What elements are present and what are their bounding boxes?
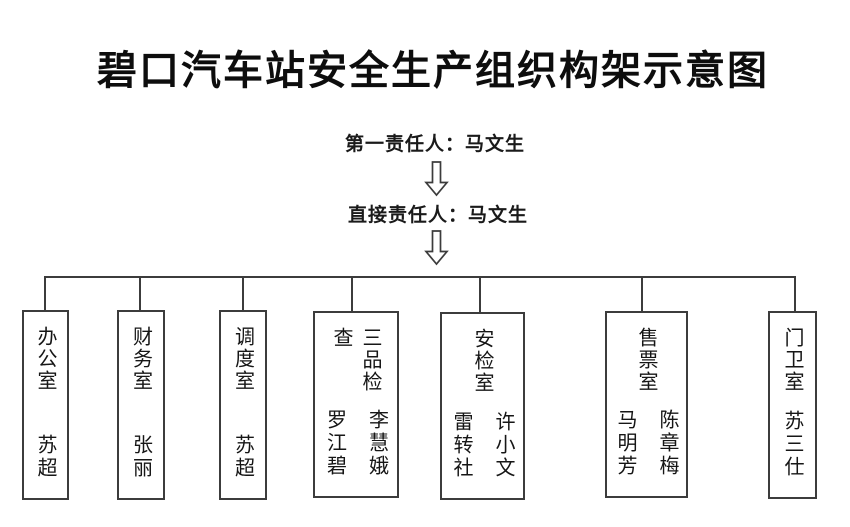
connector-drop-security-check xyxy=(479,277,481,313)
dept-staff: 张丽 xyxy=(127,434,156,480)
dept-box-dispatch: 调度室 苏超 xyxy=(219,310,267,500)
connector-drop-three-item-inspection xyxy=(351,277,353,312)
first-responsible-label: 第一责任人：马文生 xyxy=(344,134,526,155)
connector-drop-office xyxy=(44,277,46,311)
dept-staff: 许小文 雷转社 xyxy=(447,411,518,480)
dept-box-gate-guard: 门卫室 苏三仕 xyxy=(768,311,817,499)
down-arrow-icon xyxy=(424,229,449,267)
dept-box-office: 办公室 苏超 xyxy=(22,310,69,500)
connector-drop-ticket-office xyxy=(641,277,643,312)
staff-name: 许小文 xyxy=(492,411,514,480)
dept-box-finance: 财务室 张丽 xyxy=(117,310,165,500)
down-arrow-icon xyxy=(424,161,449,197)
staff-name: 苏三仕 xyxy=(781,410,803,479)
dept-box-security-check: 安检室 许小文 雷转社 xyxy=(440,312,525,500)
staff-name: 苏超 xyxy=(231,434,254,480)
dept-staff: 苏超 xyxy=(31,434,60,480)
staff-name: 马明芳 xyxy=(614,409,636,478)
staff-name: 罗江碧 xyxy=(323,409,346,478)
page-title: 碧口汽车站安全生产组织构架示意图 xyxy=(97,48,769,93)
dept-box-ticket-office: 售票室 陈章梅 马明芳 xyxy=(605,311,688,498)
connector-horizontal-line xyxy=(44,276,796,278)
staff-name: 李慧娥 xyxy=(365,409,388,478)
direct-responsible-label: 直接责任人：马文生 xyxy=(347,205,529,226)
staff-name: 陈章梅 xyxy=(656,409,678,478)
dept-box-three-item-inspection: 三品检查 李慧娥 罗江碧 xyxy=(313,311,399,498)
staff-name: 苏超 xyxy=(34,434,56,480)
dept-name: 办公室 xyxy=(34,326,56,392)
dept-staff: 陈章梅 马明芳 xyxy=(611,409,682,478)
dept-name: 调度室 xyxy=(231,326,254,392)
connector-drop-gate-guard xyxy=(794,277,796,312)
dept-name: 售票室 xyxy=(635,327,657,393)
dept-name: 安检室 xyxy=(471,328,493,394)
dept-staff: 李慧娥 罗江碧 xyxy=(321,409,392,478)
dept-name: 三品检查 xyxy=(330,327,381,393)
dept-name: 门卫室 xyxy=(781,327,803,393)
staff-name: 张丽 xyxy=(129,434,152,480)
dept-staff: 苏超 xyxy=(229,434,258,480)
connector-drop-finance xyxy=(139,277,141,311)
connector-drop-dispatch xyxy=(242,277,244,311)
dept-staff: 苏三仕 xyxy=(778,410,807,479)
staff-name: 雷转社 xyxy=(450,411,472,480)
dept-name: 财务室 xyxy=(129,326,152,392)
